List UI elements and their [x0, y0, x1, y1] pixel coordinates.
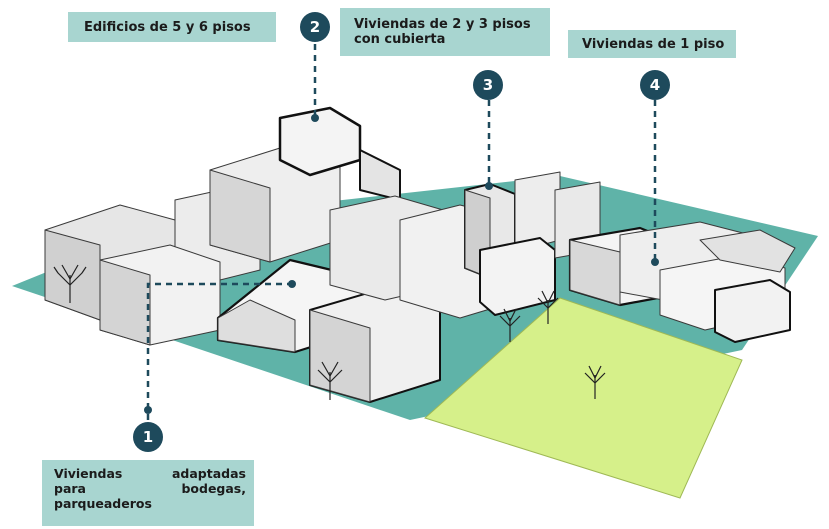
- label-text: Edificios de 5 y 6 pisos: [84, 20, 251, 35]
- label-viviendas-adaptadas: Viviendas adaptadas para bodegas, parque…: [42, 460, 254, 526]
- label-text-line-2: para bodegas,: [54, 481, 246, 496]
- label-edificios-5-6-pisos: Edificios de 5 y 6 pisos: [68, 12, 276, 42]
- label-text-line-1: Viviendas de 2 y 3 pisos: [354, 17, 531, 32]
- tree: [317, 361, 343, 400]
- label-viviendas-1-piso: Viviendas de 1 piso: [568, 30, 736, 58]
- tree: [584, 365, 606, 399]
- label-text-line-3: parqueaderos: [54, 496, 152, 511]
- leader-line-1: [146, 282, 292, 420]
- label-text-line-1: Viviendas adaptadas: [54, 466, 246, 481]
- label-text-line-2: con cubierta: [354, 32, 446, 47]
- leader-dots: [144, 114, 659, 414]
- marker-3: 3: [473, 70, 503, 100]
- tree: [499, 308, 521, 342]
- park-area: [424, 297, 743, 499]
- label-text: Viviendas de 1 piso: [582, 37, 725, 52]
- marker-4: 4: [640, 70, 670, 100]
- trees: [53, 264, 606, 400]
- label-viviendas-2-3-pisos: Viviendas de 2 y 3 pisos con cubierta: [340, 8, 550, 56]
- tree: [537, 290, 559, 324]
- tree: [53, 264, 87, 303]
- leader-lines: [146, 44, 657, 420]
- buildings: [44, 106, 796, 403]
- marker-2: 2: [300, 12, 330, 42]
- marker-1: 1: [133, 422, 163, 452]
